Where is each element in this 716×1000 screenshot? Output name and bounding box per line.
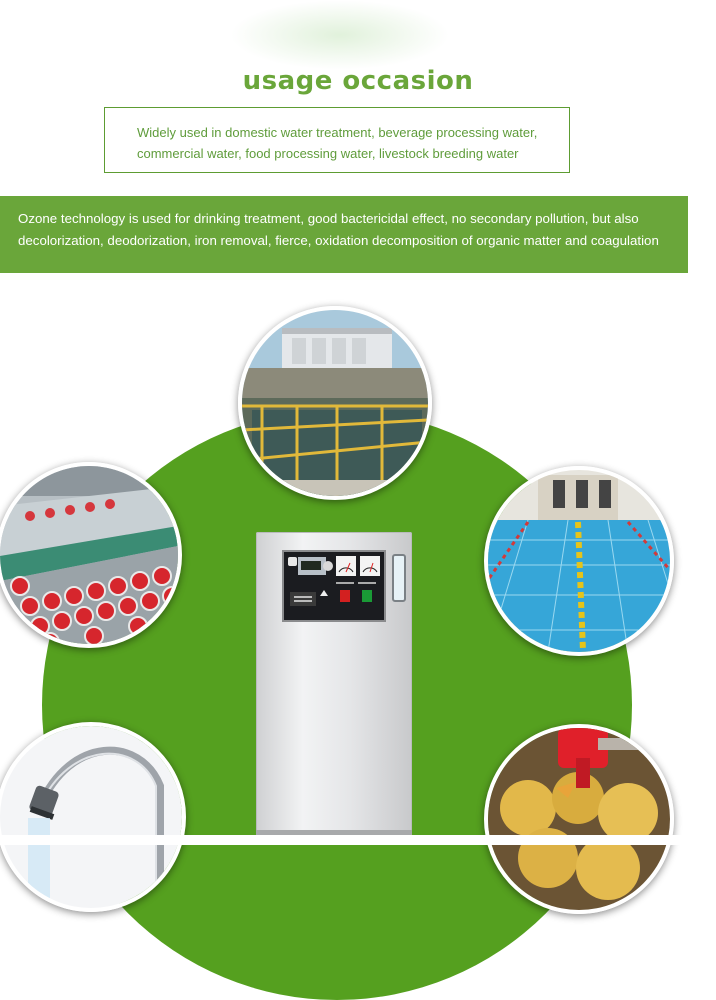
banner-line-2: decolorization, deodorization, iron remo… (18, 232, 659, 248)
control-panel (282, 550, 386, 622)
usage-line-2: commercial water, food processing water,… (137, 146, 519, 161)
ducklings-drinking-photo (484, 724, 674, 914)
swimming-pool-photo (484, 466, 674, 656)
usage-description-box: Widely used in domestic water treatment,… (104, 107, 570, 173)
water-treatment-plant-photo (238, 306, 432, 500)
kitchen-faucet-photo (0, 722, 186, 912)
ozone-generator-machine (256, 532, 412, 836)
beverage-production-line-photo (0, 462, 182, 648)
decorative-blur (230, 0, 450, 70)
usage-line-1: Widely used in domestic water treatment,… (137, 125, 538, 140)
machine-shadow-bottom (256, 830, 412, 836)
page-title: usage occasion (242, 66, 474, 96)
bottom-margin (0, 835, 716, 845)
flowmeter (392, 554, 406, 602)
banner-line-1: Ozone technology is used for drinking tr… (18, 211, 639, 226)
ozone-technology-banner: Ozone technology is used for drinking tr… (0, 196, 688, 273)
